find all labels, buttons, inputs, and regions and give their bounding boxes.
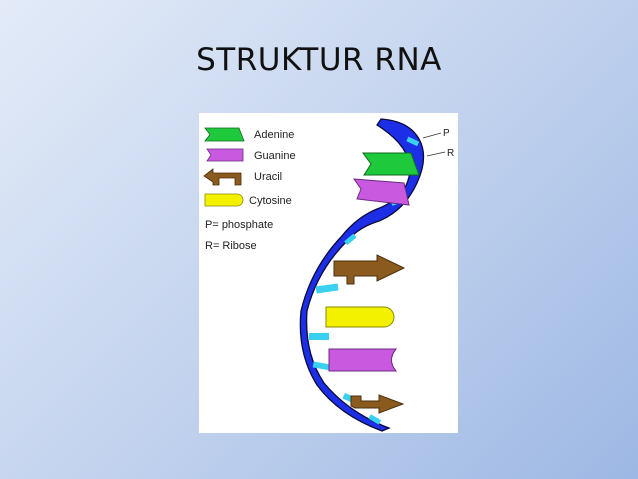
- ribose-segment: [344, 233, 357, 246]
- legend-uracil: Uracil: [203, 168, 282, 186]
- legend-phosphate-key: P= phosphate: [205, 219, 273, 231]
- uracil-base: [333, 254, 406, 285]
- legend-adenine-label: Adenine: [254, 129, 294, 141]
- guanine-swatch: [206, 148, 244, 162]
- guanine-base-2: [328, 348, 398, 372]
- legend: Adenine Guanine Uracil Cytosine P= phosp…: [203, 127, 296, 252]
- legend-adenine: Adenine: [204, 127, 294, 142]
- callout-phosphate: P: [443, 128, 450, 139]
- uracil-base-2: [350, 394, 405, 414]
- guanine-base: [352, 178, 410, 206]
- cytosine-base: [325, 306, 395, 328]
- legend-guanine-label: Guanine: [254, 150, 296, 162]
- ribose-segment: [315, 283, 339, 294]
- adenine-base: [362, 152, 420, 176]
- legend-guanine: Guanine: [206, 148, 296, 162]
- phosphate-pointer: [422, 132, 442, 139]
- uracil-swatch: [203, 168, 242, 186]
- ribose-segment: [309, 333, 329, 340]
- rna-diagram: Adenine Guanine Uracil Cytosine P= phosp…: [199, 113, 458, 433]
- legend-ribose-key: R= Ribose: [205, 240, 257, 252]
- rna-diagram-svg: Adenine Guanine Uracil Cytosine P= phosp…: [203, 118, 454, 432]
- bases: [325, 152, 420, 414]
- ribose-pointer: [426, 151, 446, 157]
- callout-ribose: R: [447, 148, 454, 159]
- legend-cytosine: Cytosine: [204, 193, 292, 207]
- legend-cytosine-label: Cytosine: [249, 195, 292, 207]
- slide-title: STRUKTUR RNA: [196, 42, 442, 78]
- ribose-segment: [368, 414, 382, 425]
- cytosine-swatch: [204, 193, 244, 207]
- legend-uracil-label: Uracil: [254, 171, 282, 183]
- ribose-segment: [406, 136, 420, 147]
- adenine-swatch: [204, 127, 245, 142]
- ribose-segment: [312, 361, 332, 371]
